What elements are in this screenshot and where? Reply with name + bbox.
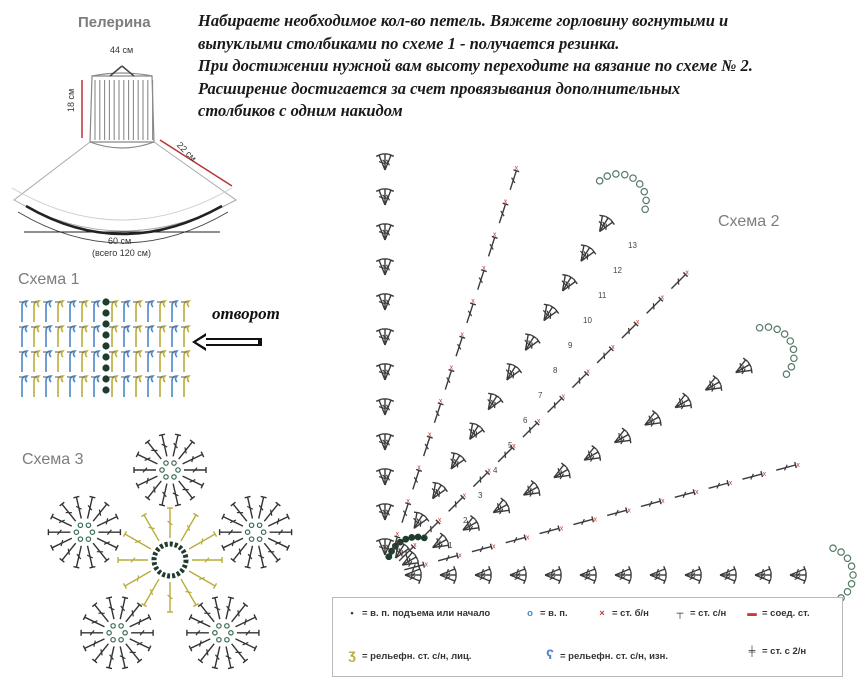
svg-text:x: x — [627, 507, 631, 514]
row-number: 11 — [598, 291, 607, 300]
svg-text:x: x — [560, 525, 564, 532]
garment-sketch — [11, 65, 237, 244]
row-number: 10 — [583, 316, 592, 325]
chain-icon: o — [527, 608, 533, 619]
svg-text:x: x — [439, 398, 443, 405]
svg-text:x: x — [425, 562, 429, 569]
row-number: 9 — [568, 341, 573, 350]
svg-text:x: x — [515, 165, 519, 172]
svg-text:x: x — [685, 270, 689, 277]
svg-text:x: x — [482, 265, 486, 272]
row-number: 2 — [463, 516, 468, 525]
instruction-line-3: При достижении нужной вам высоту переход… — [198, 56, 753, 75]
otvorot-label: отворот — [212, 304, 280, 323]
svg-text:x: x — [463, 492, 467, 499]
svg-text:x: x — [406, 498, 410, 505]
svg-text:x: x — [661, 498, 665, 505]
svg-text:x: x — [450, 365, 454, 372]
instruction-line-2: выпуклыми столбиками по схеме 1 - получа… — [198, 33, 620, 53]
svg-text:x: x — [526, 534, 530, 541]
svg-text:x: x — [512, 443, 516, 450]
sc-icon: × — [599, 608, 605, 619]
row-number: 6 — [523, 416, 528, 425]
svg-text:x: x — [594, 516, 598, 523]
chain-start-icon: • — [350, 608, 354, 619]
svg-text:x: x — [763, 471, 767, 478]
tr-icon: ╪ — [748, 646, 756, 657]
front-post-dc-icon: ʒ — [348, 646, 356, 662]
svg-text:x: x — [611, 344, 615, 351]
row-number: 13 — [628, 241, 637, 250]
scheme2-title: Схема 2 — [718, 213, 780, 230]
svg-text:x: x — [460, 331, 464, 338]
svg-text:x: x — [661, 294, 665, 301]
legend-item: ┬= ст. с/н — [673, 608, 727, 619]
instruction-line-1: Набираете необходимое кол-во петель. Вяж… — [198, 11, 729, 30]
row-number: 12 — [613, 266, 622, 275]
legend-item: o= в. п. — [523, 608, 568, 619]
otvorot-arrow-icon — [192, 333, 262, 351]
svg-text:x: x — [428, 431, 432, 438]
scheme2-diagram: xxxxxxxxxxxxxxxxxxxxxxxxxxxxxxxxxxxx1234… — [375, 153, 857, 606]
scheme1-title: Схема 1 — [18, 271, 80, 288]
svg-text:x: x — [471, 298, 475, 305]
scheme3-title: Схема 3 — [22, 451, 84, 468]
svg-text:x: x — [796, 462, 800, 469]
instruction-line-4: Расширение достигается за счет провязыва… — [198, 78, 681, 98]
svg-text:x: x — [458, 553, 462, 560]
legend-item: ▬= соед. ст. — [745, 608, 809, 619]
row-number: 3 — [478, 491, 483, 500]
legend-item: ×= ст. б/н — [595, 608, 649, 619]
back-post-dc-icon: ʕ — [546, 646, 554, 662]
row-number: 1 — [448, 541, 453, 550]
slip-stitch-icon: ▬ — [747, 608, 757, 619]
legend-item: ╪= ст. с 2/н — [745, 646, 807, 657]
row-number: 4 — [493, 466, 498, 475]
row-number: 7 — [538, 391, 543, 400]
scheme3-diagram — [47, 433, 293, 670]
hem-total-measure: (всего 120 см) — [92, 248, 151, 258]
svg-text:x: x — [413, 542, 417, 549]
row-number: 8 — [553, 366, 558, 375]
svg-text:x: x — [487, 468, 491, 475]
row-number: 5 — [508, 441, 513, 450]
svg-text:x: x — [586, 369, 590, 376]
svg-text:x: x — [492, 543, 496, 550]
svg-text:x: x — [438, 517, 442, 524]
instruction-line-5: столбиков с одним накидом — [198, 101, 403, 120]
svg-text:x: x — [417, 465, 421, 472]
svg-text:x: x — [493, 232, 497, 239]
svg-text:x: x — [396, 531, 400, 538]
svg-text:x: x — [695, 489, 699, 496]
scheme1-diagram — [19, 298, 191, 397]
neck-measure: 44 см — [110, 45, 134, 55]
svg-text:x: x — [636, 319, 640, 326]
dc-icon: ┬ — [676, 608, 684, 619]
hem-measure: 60 см — [108, 236, 132, 246]
svg-text:x: x — [537, 418, 541, 425]
garment-title: Пелерина — [78, 14, 151, 31]
legend-item: •= в. п. подъема или начало — [345, 608, 490, 619]
instruction-text: Набираете необходимое кол-во петель. Вяж… — [198, 10, 848, 123]
legend-item: ʒ= рельефн. ст. с/н, лиц. — [345, 646, 471, 662]
svg-text:x: x — [562, 393, 566, 400]
svg-text:x: x — [729, 480, 733, 487]
svg-text:x: x — [504, 198, 508, 205]
legend-box: •= в. п. подъема или начало o= в. п. ×= … — [332, 597, 843, 677]
legend-item: ʕ= рельефн. ст. с/н, изн. — [543, 646, 668, 662]
height-measure: 18 см — [66, 88, 76, 112]
